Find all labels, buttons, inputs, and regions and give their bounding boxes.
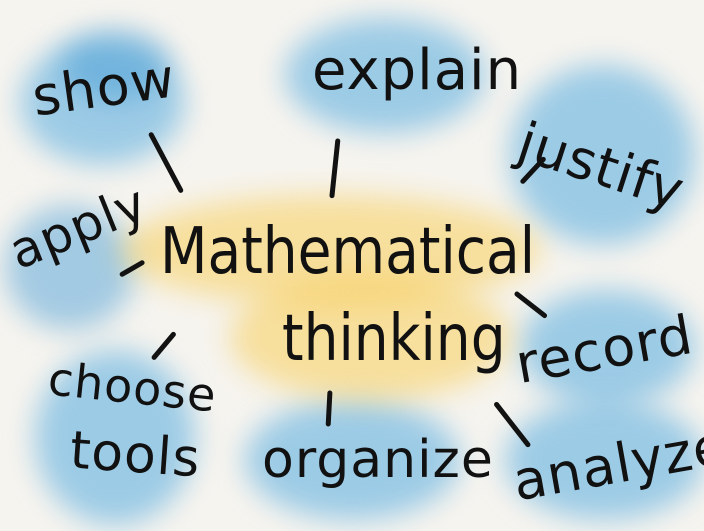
explain-wash: [285, 18, 485, 133]
justify-wash: [510, 65, 695, 245]
branch-tools: tools: [68, 420, 203, 490]
branch-explain: explain: [312, 38, 523, 103]
choose-tools-wash: [35, 350, 195, 525]
connector-explain: [329, 138, 341, 199]
connector-record: [513, 290, 549, 320]
center-title-line1: Mathematical: [160, 215, 536, 289]
record-wash: [520, 290, 695, 405]
show-wash-edge: [60, 30, 170, 100]
analyze-wash: [505, 400, 704, 520]
branch-organize: organize: [262, 430, 494, 490]
apply-wash: [5, 205, 135, 330]
center-wash-lower: [230, 275, 510, 400]
center-title-line2: thinking: [282, 302, 506, 376]
organize-wash: [245, 400, 460, 520]
connector-choose-tools: [150, 330, 177, 361]
